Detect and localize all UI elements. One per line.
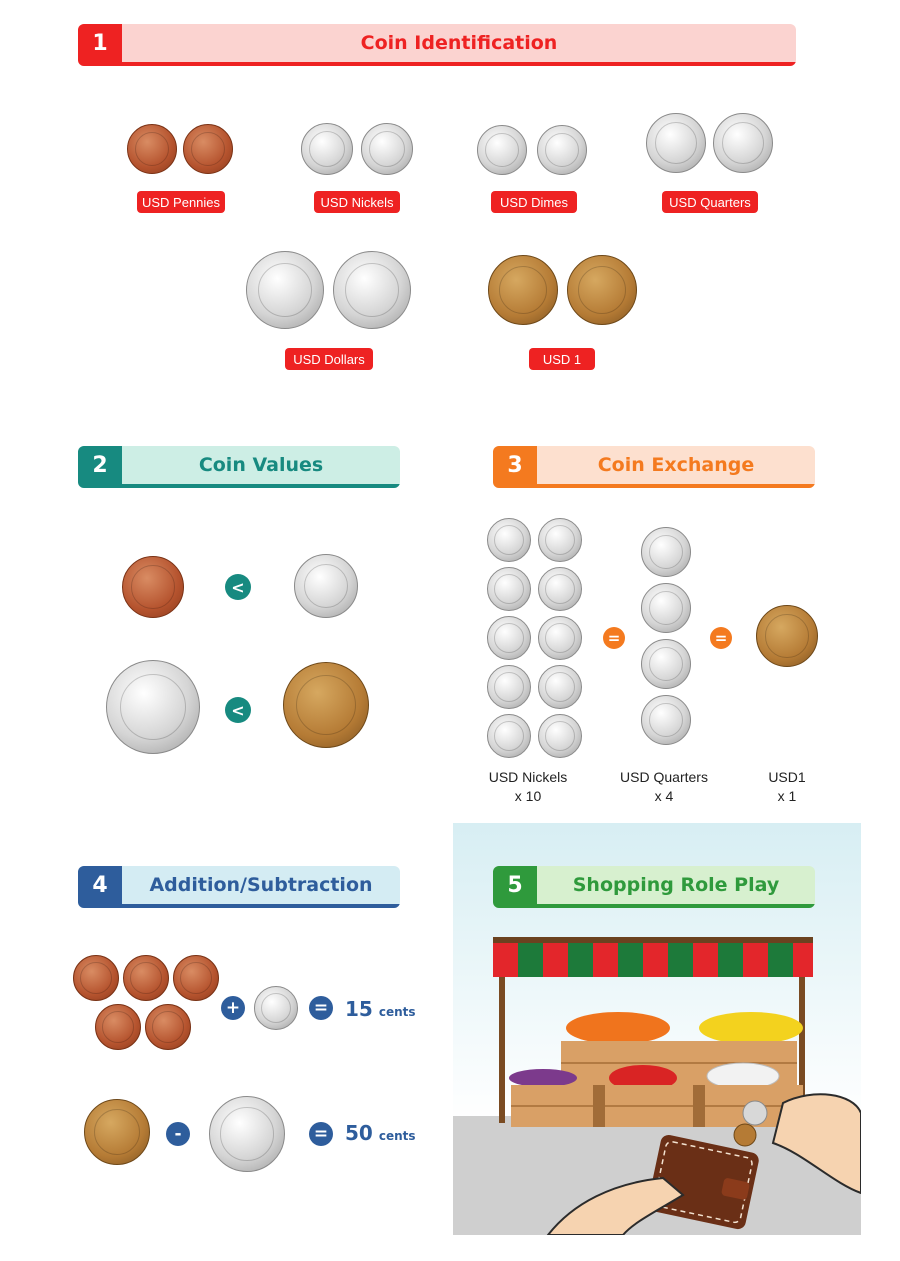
quarter-coin bbox=[713, 113, 773, 173]
penny-coin bbox=[183, 124, 233, 174]
result-value: 15 bbox=[345, 997, 373, 1021]
dollar-coin bbox=[283, 662, 369, 748]
caption-count: x 4 bbox=[654, 788, 674, 804]
label-usd1: USD 1 bbox=[529, 348, 595, 370]
quarter-coin bbox=[646, 113, 706, 173]
section-title: Coin Identification bbox=[360, 32, 558, 54]
section-title: Coin Values bbox=[198, 454, 324, 476]
penny-coin bbox=[95, 1004, 141, 1050]
nickel-coin bbox=[361, 123, 413, 175]
section-2-header: 2 Coin Values bbox=[78, 446, 400, 488]
result-unit: cents bbox=[378, 1129, 416, 1143]
dollar-coin bbox=[567, 255, 637, 325]
dime-coin bbox=[477, 125, 527, 175]
dime-coin bbox=[537, 125, 587, 175]
plus-icon: + bbox=[221, 996, 245, 1020]
header-underline bbox=[78, 484, 400, 488]
label-dimes: USD Dimes bbox=[491, 191, 577, 213]
nickel-coin bbox=[487, 518, 531, 562]
equals-icon: = bbox=[309, 996, 333, 1020]
wallet bbox=[647, 1134, 759, 1230]
section-title: Shopping Role Play bbox=[572, 874, 780, 896]
half-dollar-coin bbox=[333, 251, 411, 329]
shopping-scene bbox=[453, 823, 861, 1235]
penny-coin bbox=[127, 124, 177, 174]
nickel-coin bbox=[487, 616, 531, 660]
section-5-header: 5 Shopping Role Play bbox=[493, 866, 815, 908]
penny-coin bbox=[173, 955, 219, 1001]
nickel-coin bbox=[538, 518, 582, 562]
caption-quarters: USD Quarters x 4 bbox=[612, 768, 716, 806]
label-nickels: USD Nickels bbox=[314, 191, 400, 213]
label-dollars: USD Dollars bbox=[285, 348, 373, 370]
market-stall bbox=[453, 823, 861, 1235]
header-underline bbox=[493, 484, 815, 488]
nickel-coin bbox=[487, 567, 531, 611]
less-than-icon: < bbox=[225, 574, 251, 600]
nickel-coin bbox=[538, 714, 582, 758]
label-pennies: USD Pennies bbox=[137, 191, 225, 213]
nickel-coin bbox=[538, 665, 582, 709]
caption-count: x 10 bbox=[514, 788, 542, 804]
section-number: 2 bbox=[78, 446, 122, 484]
caption-nickels: USD Nickels x 10 bbox=[480, 768, 576, 806]
minus-icon: - bbox=[166, 1122, 190, 1146]
nickel-coin bbox=[538, 567, 582, 611]
nickel-coin bbox=[294, 554, 358, 618]
header-underline bbox=[78, 904, 400, 908]
nickel-coin bbox=[538, 616, 582, 660]
dollar-coin bbox=[488, 255, 558, 325]
quarter-coin bbox=[641, 527, 691, 577]
quarter-coin bbox=[641, 695, 691, 745]
penny-coin bbox=[73, 955, 119, 1001]
header-underline bbox=[78, 62, 796, 66]
nickel-coin bbox=[487, 665, 531, 709]
dollar-coin bbox=[84, 1099, 150, 1165]
penny-coin bbox=[123, 955, 169, 1001]
half-dollar-coin bbox=[246, 251, 324, 329]
nickel-coin bbox=[487, 714, 531, 758]
equals-icon: = bbox=[603, 627, 625, 649]
section-number: 3 bbox=[493, 446, 537, 484]
half-dollar-coin bbox=[106, 660, 200, 754]
section-4-header: 4 Addition/Subtraction bbox=[78, 866, 400, 908]
dime-coin bbox=[254, 986, 298, 1030]
section-number: 5 bbox=[493, 866, 537, 904]
result-15-cents: 15 cents bbox=[345, 997, 416, 1021]
quarter-coin bbox=[641, 639, 691, 689]
caption-name: USD1 bbox=[768, 769, 806, 785]
dollar-coin bbox=[756, 605, 818, 667]
section-1-header: 1 Coin Identification bbox=[78, 24, 796, 66]
section-3-header: 3 Coin Exchange bbox=[493, 446, 815, 488]
nickel-coin bbox=[301, 123, 353, 175]
result-unit: cents bbox=[378, 1005, 416, 1019]
equals-icon: = bbox=[309, 1122, 333, 1146]
equals-icon: = bbox=[710, 627, 732, 649]
quarter-coin bbox=[641, 583, 691, 633]
section-number: 1 bbox=[78, 24, 122, 62]
header-underline bbox=[493, 904, 815, 908]
half-dollar-coin bbox=[209, 1096, 285, 1172]
caption-usd1: USD1 x 1 bbox=[756, 768, 818, 806]
penny-coin bbox=[145, 1004, 191, 1050]
penny-coin bbox=[122, 556, 184, 618]
caption-count: x 1 bbox=[777, 788, 797, 804]
result-value: 50 bbox=[345, 1121, 373, 1145]
result-50-cents: 50 cents bbox=[345, 1121, 416, 1145]
caption-name: USD Nickels bbox=[488, 769, 568, 785]
section-number: 4 bbox=[78, 866, 122, 904]
caption-name: USD Quarters bbox=[620, 769, 708, 785]
label-quarters: USD Quarters bbox=[662, 191, 758, 213]
less-than-icon: < bbox=[225, 697, 251, 723]
section-title: Addition/Subtraction bbox=[149, 874, 373, 896]
section-title: Coin Exchange bbox=[597, 454, 755, 476]
